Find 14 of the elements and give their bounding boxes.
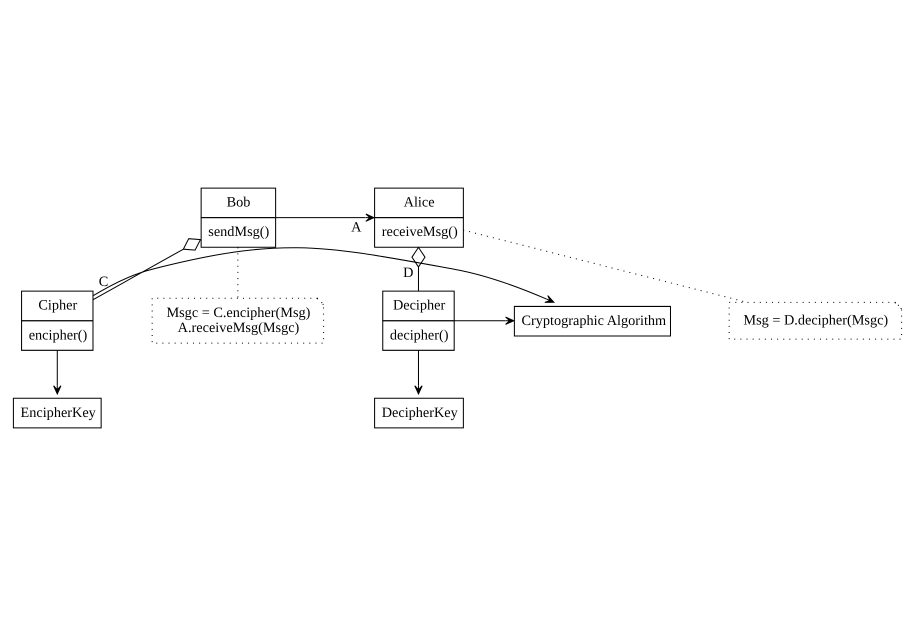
edge-label: A — [351, 219, 362, 236]
arrow — [454, 316, 514, 324]
arrow — [93, 246, 554, 302]
arrow — [53, 350, 62, 394]
connector — [237, 246, 238, 298]
node-box: DecipherKey — [374, 397, 464, 428]
node-box: EncipherKey — [12, 397, 102, 428]
node-box: Cryptographic Algorithm — [514, 305, 671, 336]
connector — [92, 238, 202, 300]
edge-label: D — [403, 264, 414, 281]
edge-label: C — [98, 273, 108, 290]
arrow — [414, 350, 423, 394]
arrow — [275, 213, 374, 222]
connector — [411, 246, 426, 290]
